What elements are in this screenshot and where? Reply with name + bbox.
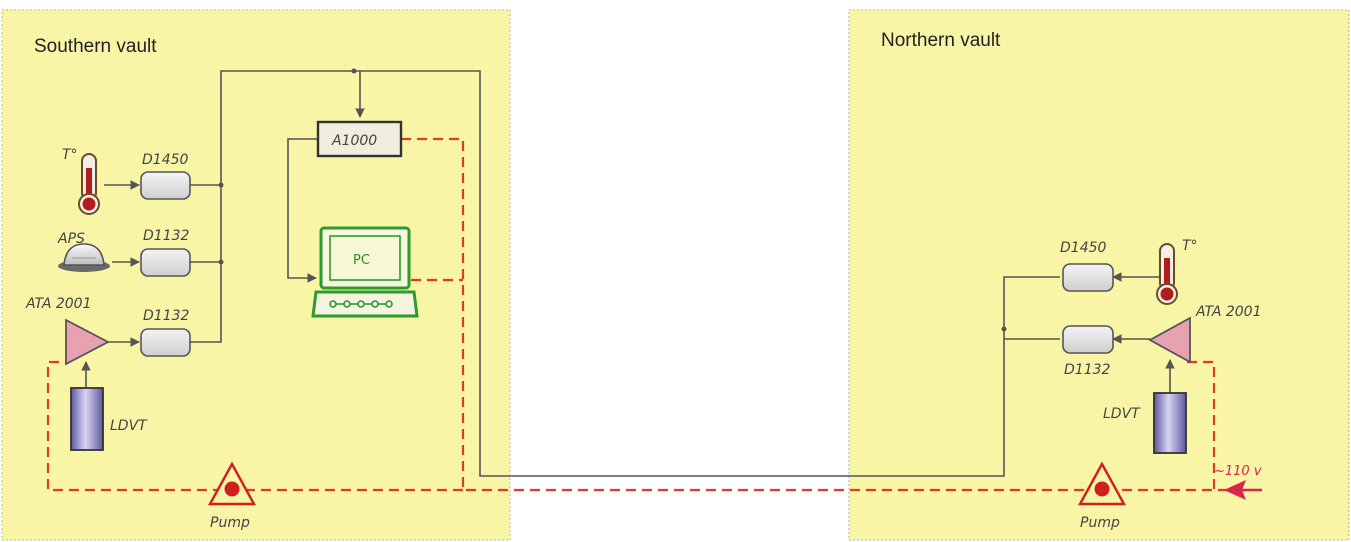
- power-input-arrow-icon: [1224, 480, 1246, 500]
- ata-amplifier-icon: [65, 318, 110, 366]
- north-temp-label: T°: [1182, 238, 1198, 254]
- north-thermometer-icon: [1156, 243, 1178, 305]
- southern-vault-area: [1, 9, 511, 541]
- bus-junctions: [218, 68, 1007, 332]
- north-pump-icon: [1077, 461, 1127, 506]
- north-ldvt-label: LDVT: [1103, 406, 1141, 422]
- north-d1132-label: D1132: [1064, 362, 1111, 378]
- north-d1450-label: D1450: [1060, 240, 1107, 256]
- aps-label: APS: [57, 231, 85, 247]
- a1000-label: A1000: [331, 133, 377, 149]
- south-pump-icon: [207, 461, 257, 506]
- south-ldvt-label: LDVT: [110, 418, 148, 434]
- northern-vault-title: Northern vault: [881, 30, 1001, 51]
- a1000-unit: [316, 120, 403, 158]
- south-pump-label: Pump: [210, 515, 250, 531]
- south-temp-label: T°: [62, 147, 78, 163]
- north-d1450-box: [1062, 263, 1114, 292]
- voltage-label: ~110 v: [1214, 464, 1262, 479]
- thermometer-icon: [78, 153, 100, 215]
- pc-computer-icon: [311, 226, 419, 318]
- signal-wiring: [81, 70, 1175, 477]
- north-d1132-box: [1062, 325, 1114, 354]
- south-d1450-label: D1450: [142, 152, 189, 168]
- aps-sensor-icon: [58, 243, 110, 272]
- north-ldvt-sensor-icon: [1153, 392, 1187, 454]
- power-wiring: [46, 137, 1240, 492]
- south-ata-label: ATA 2001: [25, 296, 91, 312]
- north-ata-label: ATA 2001: [1195, 304, 1261, 320]
- south-d1132-label-1: D1132: [143, 228, 190, 244]
- pc-label: PC: [353, 253, 370, 268]
- north-ata-amplifier-icon: [1148, 316, 1191, 364]
- south-d1132-box-1: [140, 248, 191, 277]
- southern-vault-title: Southern vault: [34, 36, 157, 57]
- south-d1450-box: [140, 171, 191, 200]
- south-d1132-label-2: D1132: [143, 308, 190, 324]
- ldvt-sensor-icon: [70, 387, 104, 451]
- south-d1132-box-2: [140, 328, 191, 357]
- north-pump-label: Pump: [1080, 515, 1120, 531]
